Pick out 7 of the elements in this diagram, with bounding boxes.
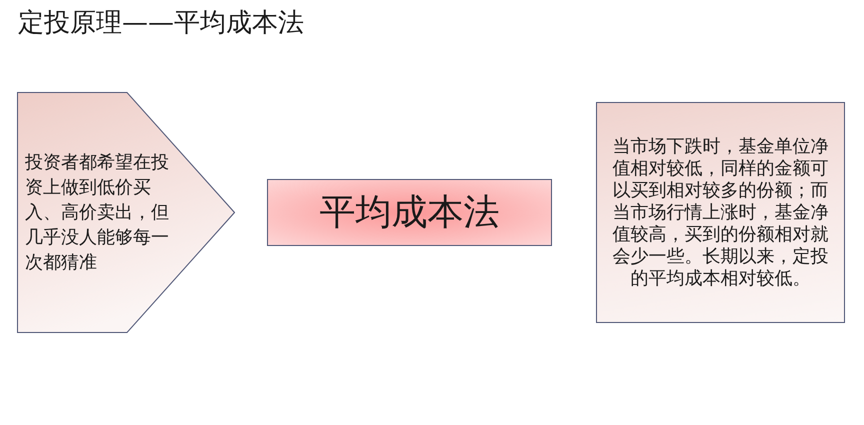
- pentagon-arrow-box: [17, 92, 235, 333]
- heading-text: 平均成本法: [318, 190, 500, 234]
- highlight-box: [267, 179, 552, 246]
- description-text: 投资者都希望在投资上做到低价买入、高价卖出，但几乎没人能够每一次都猜准: [25, 151, 170, 275]
- description-text: 当市场下跌时，基金单位净值相对较低，同样的金额可以买到相对较多的份额；而当市场行情上涨时，基金净值较高，买到的份额相对就会少一些。长期以来，定投的平均成本相对较低。: [612, 136, 830, 290]
- text-box: [596, 102, 845, 323]
- title: 定投原理——平均成本法: [18, 7, 304, 40]
